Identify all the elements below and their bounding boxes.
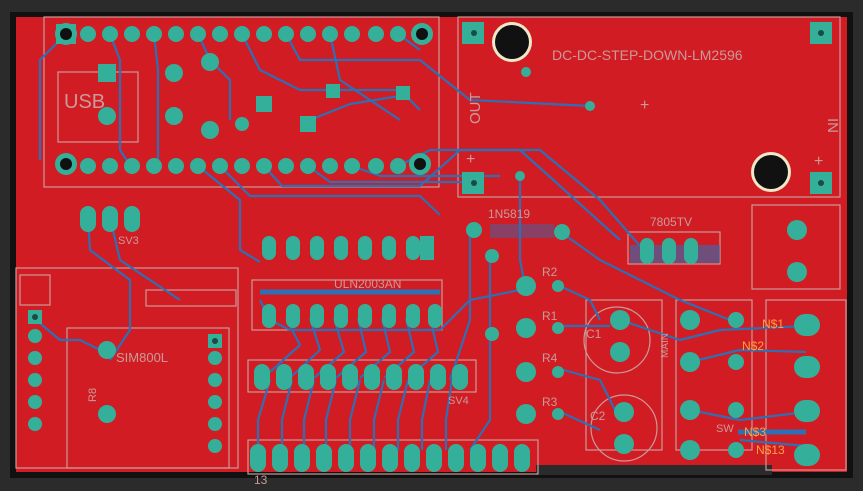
out-label: OUT xyxy=(467,92,484,124)
c2-label: C2 xyxy=(590,409,606,423)
board-cutout xyxy=(536,465,772,475)
r2-label: R2 xyxy=(542,265,558,279)
module-title-label: DC-DC-STEP-DOWN-LM2596 xyxy=(552,47,743,63)
net-2-label: N$2 xyxy=(742,339,764,353)
r1-label: R1 xyxy=(542,309,558,323)
uln2003-pads xyxy=(262,236,442,328)
c1-label: C1 xyxy=(586,327,602,341)
net-13-label: N$13 xyxy=(756,443,785,457)
sw-label: SW xyxy=(716,423,734,435)
usb-label: USB xyxy=(64,91,105,113)
net-3-label: N$3 xyxy=(744,425,766,439)
plus-sign-mid: + xyxy=(640,97,649,114)
sv4-label: SV4 xyxy=(448,395,469,407)
plus-sign-in: + xyxy=(814,153,823,170)
r4-label: R4 xyxy=(542,351,558,365)
usb-pads xyxy=(98,53,410,139)
plus-sign-out-top: + xyxy=(466,151,475,168)
right-pads xyxy=(462,22,832,466)
net-1-label: N$1 xyxy=(762,317,784,331)
driver-ic-label: ULN2003AN xyxy=(334,277,401,291)
gsm-label: SIM800L xyxy=(116,350,168,365)
diode-1-label: 1N5819 xyxy=(488,207,530,221)
in-label: IN xyxy=(824,118,841,133)
bottom-header-pads xyxy=(250,444,530,472)
header-bottom-pins xyxy=(80,158,406,174)
r3-label: R3 xyxy=(542,395,558,409)
diode-1-body xyxy=(490,224,554,238)
regulator-label: 7805TV xyxy=(650,215,692,229)
sv3-label: SV3 xyxy=(118,235,139,247)
sv4-pads xyxy=(254,364,468,390)
pad-drills xyxy=(32,30,824,344)
pin-13-label: 13 xyxy=(254,473,268,487)
sv3-pins xyxy=(80,206,140,232)
r-sim-label: R8 xyxy=(87,388,99,402)
mounting-holes xyxy=(55,22,791,192)
main-label: MAIN xyxy=(660,333,671,358)
sim800l-pads xyxy=(28,310,222,453)
